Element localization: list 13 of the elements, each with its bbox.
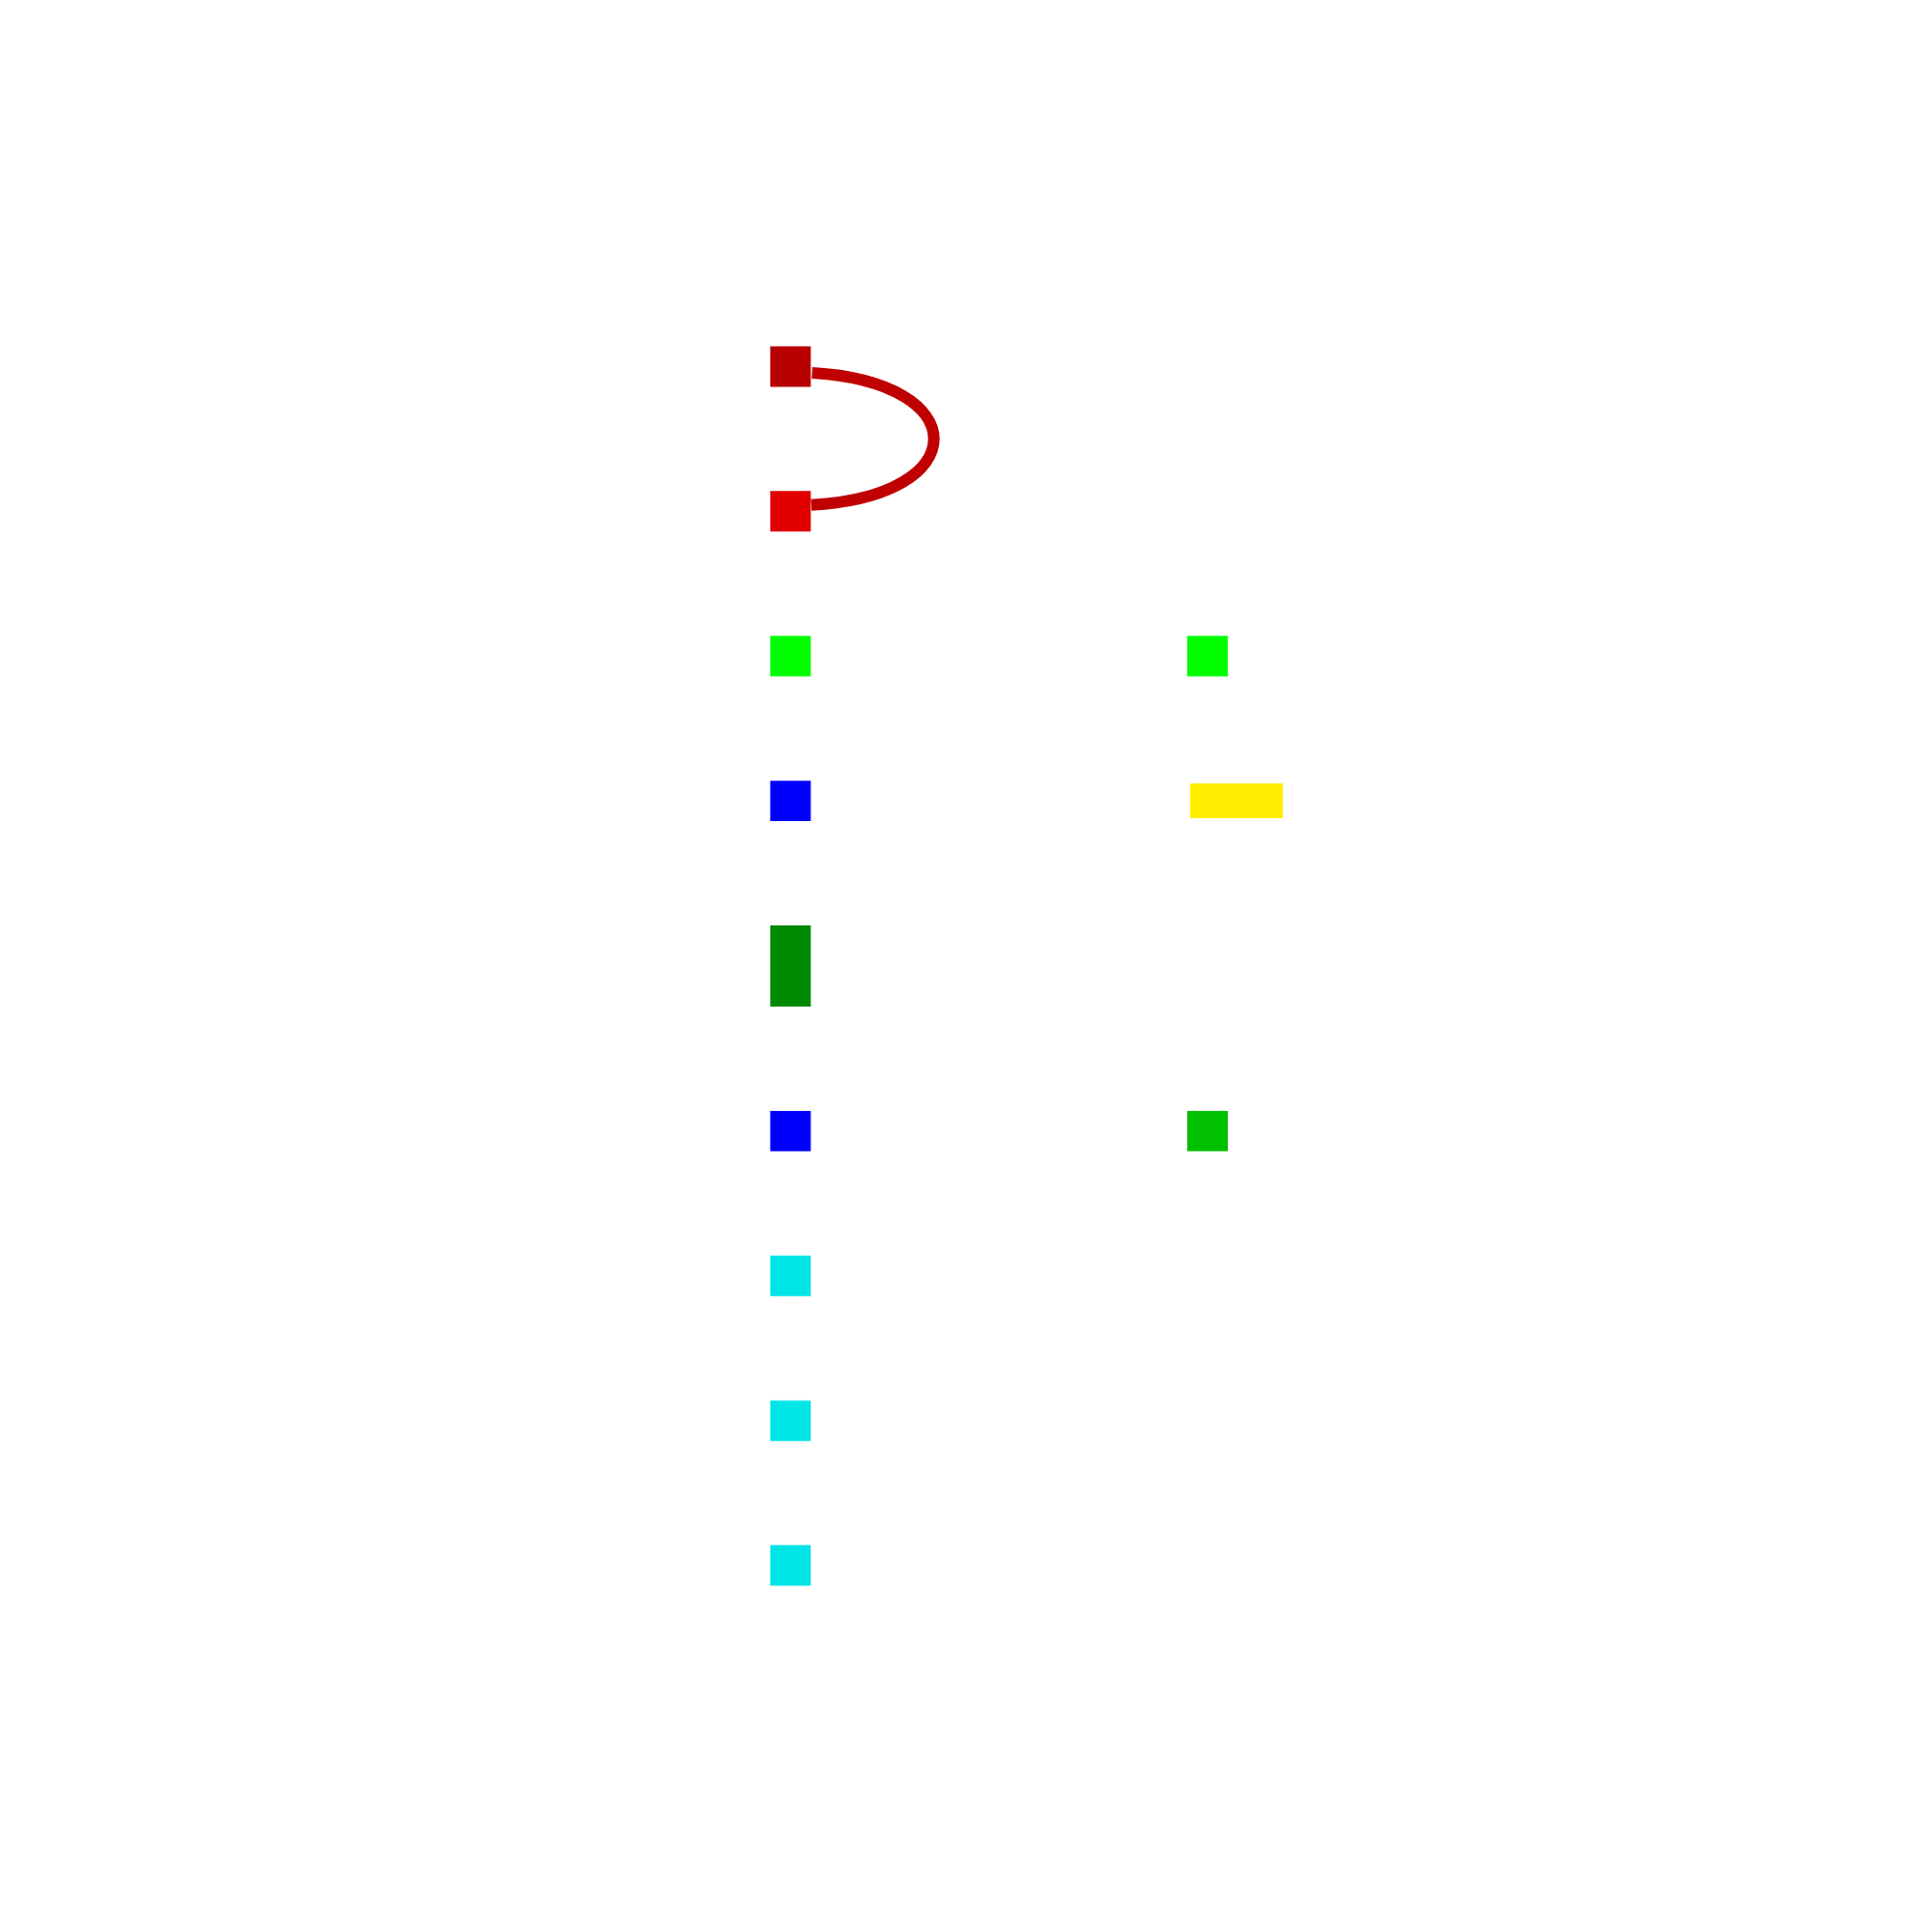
- node-box: [770, 636, 811, 677]
- node-box: [770, 346, 811, 387]
- connector: [810, 367, 940, 511]
- node-bar: [770, 925, 811, 1007]
- node-box: [1187, 636, 1229, 677]
- node-box: [770, 1400, 811, 1441]
- node-box: [770, 491, 811, 532]
- node-box: [1187, 1110, 1229, 1151]
- node-bar: [1190, 783, 1283, 819]
- node-box: [770, 1255, 811, 1296]
- node-box: [770, 1110, 811, 1151]
- node-box: [770, 781, 811, 822]
- node-box: [770, 1545, 811, 1586]
